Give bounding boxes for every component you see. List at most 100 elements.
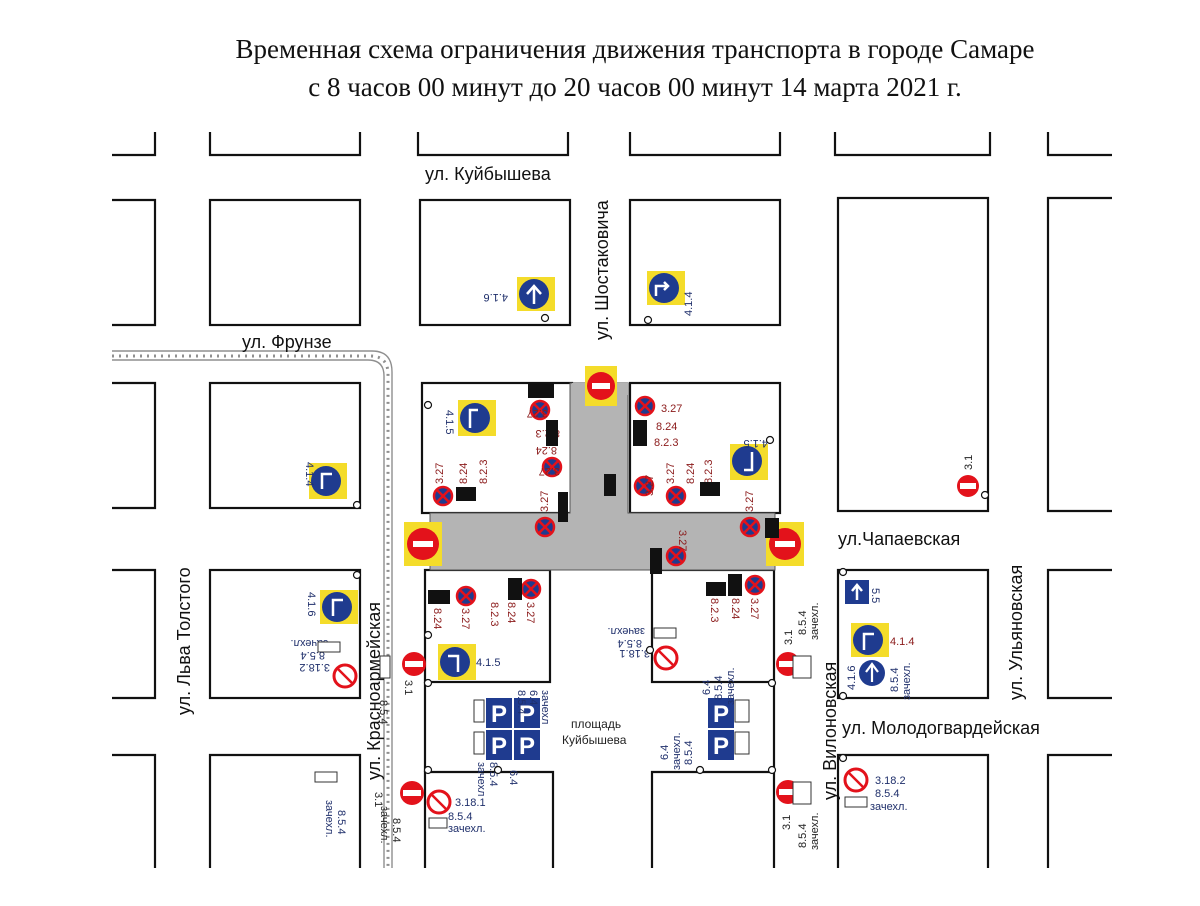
code-31-vilon-1: 3.1 xyxy=(783,630,795,645)
svg-text:P: P xyxy=(491,733,507,760)
no-entry-sign-left xyxy=(404,522,442,566)
block-r5-2 xyxy=(208,753,362,868)
direction-sign-415-c xyxy=(438,644,476,680)
code-zachehl-b: зачехл xyxy=(475,762,487,796)
code-55: 5.5 xyxy=(869,588,881,603)
no-stopping-sign-11 xyxy=(520,578,542,600)
code-327-l: 3.27 xyxy=(748,598,760,619)
block-top-5 xyxy=(833,132,992,157)
code-854-a: 8.5.4 xyxy=(515,690,527,714)
code-824-c: 8.24 xyxy=(685,463,697,484)
code-415-c: 4.1.5 xyxy=(476,657,500,669)
tram-track xyxy=(112,350,393,868)
code-854-c: 8.5.4 xyxy=(713,676,725,700)
no-stopping-sign-1 xyxy=(529,399,551,421)
direction-sign-415-a xyxy=(458,400,496,436)
code-823-c: 8.2.3 xyxy=(703,460,715,484)
code-64-c: 6.4 xyxy=(701,680,713,695)
block-r5-5 xyxy=(836,753,990,868)
sign-posts xyxy=(352,313,990,775)
code-416-left: 4.1.6 xyxy=(305,592,317,616)
code-64-a: 6.4 xyxy=(527,690,539,705)
table-sign-10 xyxy=(792,655,812,679)
block-r3-2 xyxy=(208,381,362,510)
street-kuybysheva: ул. Куйбышева xyxy=(425,164,552,184)
no-stopping-sign-3 xyxy=(634,395,656,417)
square-name-line2: Куйбышева xyxy=(562,733,627,747)
block-r2-4 xyxy=(628,198,782,327)
block-r2-3 xyxy=(418,198,572,327)
code-31-ulyanovskaya: 3.1 xyxy=(963,455,975,470)
direction-sign-416-top xyxy=(517,277,555,311)
no-stopping-sign-6 xyxy=(665,485,687,507)
parking-sign-3: P xyxy=(486,730,512,760)
code-824-l: 8.24 xyxy=(729,598,741,619)
code-zachehl-d: зачехл. xyxy=(671,732,683,770)
direction-signs xyxy=(309,271,889,686)
table-sign-9 xyxy=(314,771,338,783)
code-zachehl-bottom-r: зачехл. xyxy=(870,801,908,813)
code-416-top: 4.1.6 xyxy=(484,291,508,303)
block-r5-6 xyxy=(1046,753,1112,868)
no-stopping-sign-9 xyxy=(665,545,687,567)
no-stopping-sign-5 xyxy=(633,475,655,497)
code-64-b: 6.4 xyxy=(507,770,519,785)
table-sign-7 xyxy=(473,699,485,723)
code-854-right: 8.5.4 xyxy=(889,668,901,692)
code-zachehl-c: зачехл. xyxy=(725,667,737,705)
table-sign-11 xyxy=(792,781,812,805)
no-turn-sign-left xyxy=(332,663,358,689)
code-327-e: 3.27 xyxy=(539,491,551,512)
arrow-table-6 xyxy=(700,482,720,496)
code-854-left-bottom: 8.5.4 xyxy=(335,810,347,834)
table-sign-5 xyxy=(734,699,750,723)
blue-code-labels: 4.1.4 4.1.6 4.1.5 4.1.5 4.1.4 4.1.6 4.1.… xyxy=(290,291,913,838)
no-stopping-sign-2 xyxy=(541,456,563,478)
code-854-vilon-2: 8.5.4 xyxy=(797,824,809,848)
code-824-j: 8.24 xyxy=(431,608,443,629)
block-r3-1 xyxy=(112,381,157,510)
block-r2-6 xyxy=(1046,196,1112,513)
code-414-top: 4.1.4 xyxy=(683,292,695,316)
svg-text:P: P xyxy=(713,733,729,760)
code-854-krasno-2: 8.5.4 xyxy=(390,818,402,842)
code-824-a: 8.24 xyxy=(656,421,677,433)
parking-sign-4: P xyxy=(514,730,540,760)
arrow-table-8 xyxy=(765,518,779,538)
no-entry-sign-krasno-1 xyxy=(402,652,426,676)
code-823-a: 8.2.3 xyxy=(654,437,678,449)
title-line-1: Временная схема ограничения движения тра… xyxy=(235,34,1035,64)
arrow-table-11 xyxy=(508,578,522,600)
arrow-table-7 xyxy=(558,492,568,522)
block-r5-4 xyxy=(650,770,776,868)
no-turn-signs xyxy=(332,645,869,815)
block-r5-1 xyxy=(112,753,157,868)
code-823-l: 8.2.3 xyxy=(708,598,720,622)
block-r5-3 xyxy=(423,770,555,868)
code-854-bottom-r: 8.5.4 xyxy=(875,788,899,800)
code-31-vilon-2: 3.1 xyxy=(781,815,793,830)
arrow-table-4 xyxy=(456,487,476,501)
no-stopping-sign-8 xyxy=(739,516,761,538)
code-854-d: 8.5.4 xyxy=(683,741,695,765)
one-way-sign-55 xyxy=(845,580,869,604)
direction-sign-414-left xyxy=(309,463,347,499)
block-r2-2 xyxy=(208,198,362,327)
code-824-k: 8.24 xyxy=(505,602,517,623)
arrow-table-12 xyxy=(728,574,742,596)
code-327-a: 3.27 xyxy=(661,403,682,415)
street-krasnoarmeyskaya: ул. Красноармейская xyxy=(364,602,384,780)
block-top-4 xyxy=(628,132,782,157)
code-327-h: 3.27 xyxy=(527,407,548,419)
table-sign-6 xyxy=(734,731,750,755)
no-stopping-sign-12 xyxy=(744,574,766,596)
block-r2-1 xyxy=(112,198,157,327)
arrow-table-2 xyxy=(546,420,558,446)
parking-sign-5: P xyxy=(708,698,734,728)
street-lva-tolstogo: ул. Льва Толстого xyxy=(174,567,194,715)
block-r4-6 xyxy=(1046,568,1112,700)
svg-text:P: P xyxy=(519,733,535,760)
no-turn-sign-bottom-left xyxy=(426,789,452,815)
title-line-2: с 8 часов 00 минут до 20 часов 00 минут … xyxy=(308,72,962,102)
code-64-d: 6.4 xyxy=(659,745,671,760)
